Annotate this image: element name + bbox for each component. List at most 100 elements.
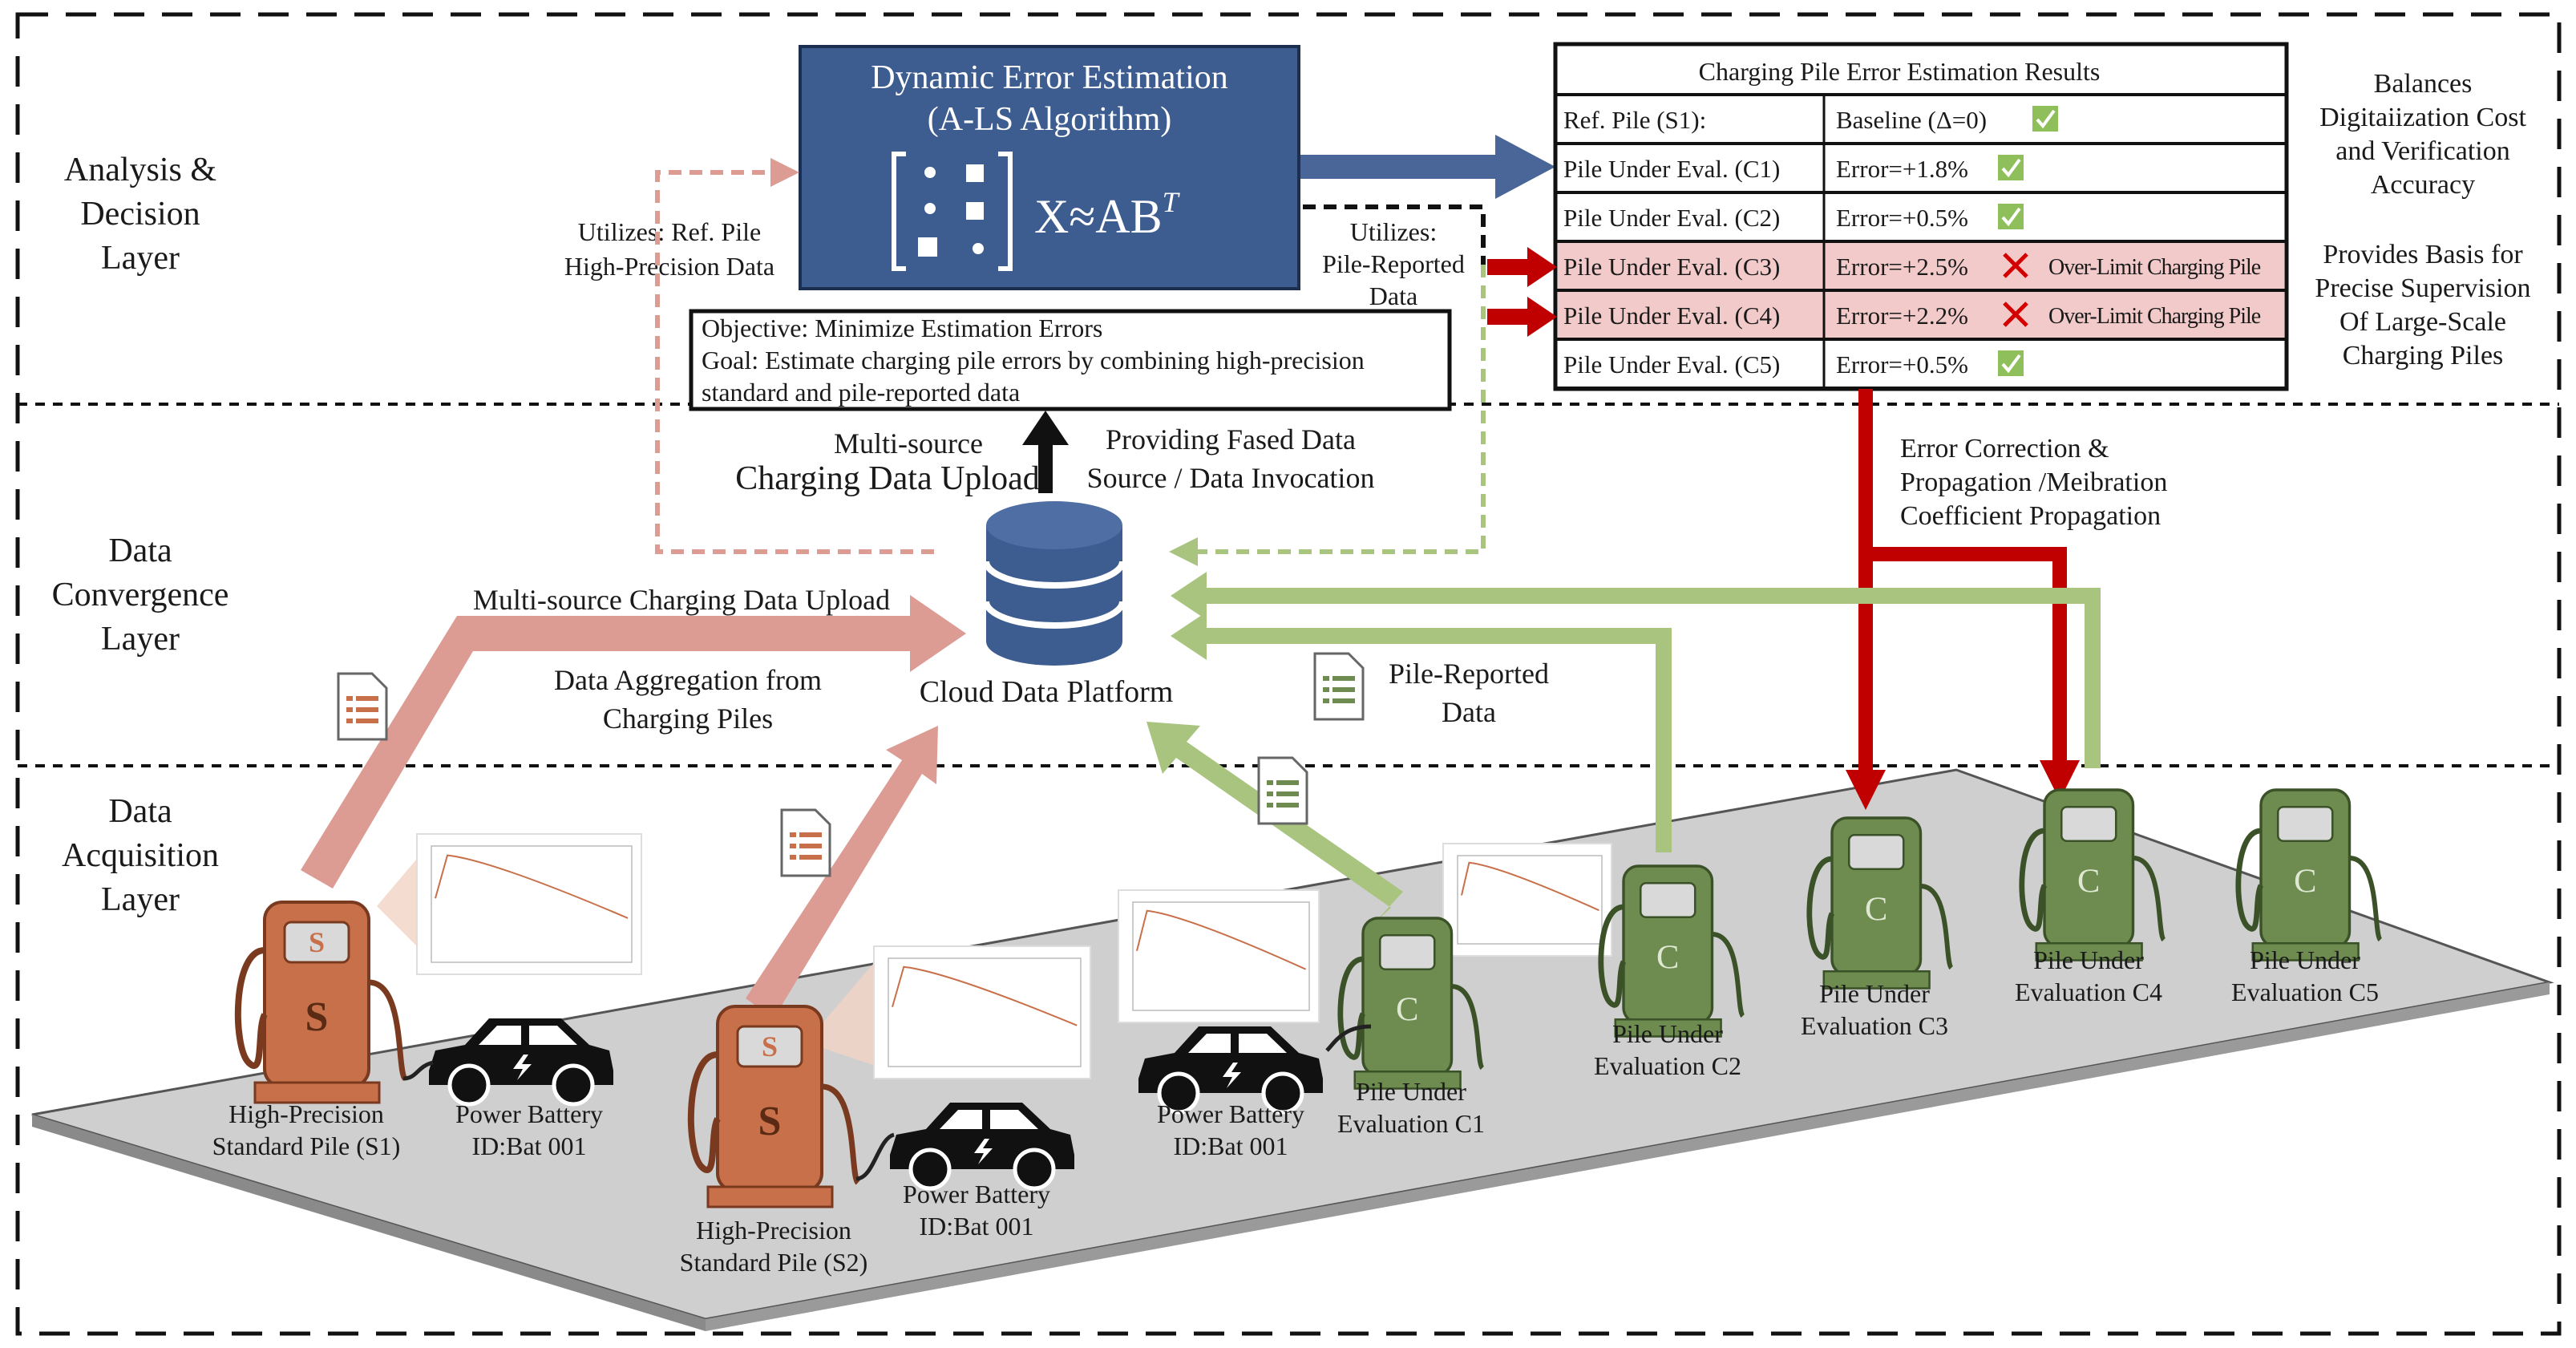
layer-label-analysis: Analysis & Decision Layer <box>64 152 216 277</box>
pile-label-line: Evaluation C5 <box>2231 978 2379 1006</box>
formula: X≈ABT <box>1034 186 1181 243</box>
battery-label-line: Power Battery <box>1157 1099 1304 1128</box>
blue-result-arrow <box>1300 135 1555 199</box>
charging-cable <box>402 1060 434 1081</box>
table-pile-cell: Pile Under Eval. (C1) <box>1563 155 1780 183</box>
battery-label-line: ID:Bat 001 <box>471 1131 586 1160</box>
outer-frame <box>15 12 2562 1336</box>
pile-label-line: Pile Under <box>1819 979 1930 1008</box>
pile-label-c2: Pile Under Evaluation C2 <box>1594 1019 1741 1080</box>
pile-letter: S <box>305 994 329 1040</box>
electric-car-icon <box>429 1018 613 1107</box>
red-arrow-c3 <box>1487 247 1557 287</box>
layer-label-line: Decision <box>80 196 200 233</box>
ref-pile-dashed-arrow <box>655 158 934 554</box>
matrix-icon <box>892 152 1013 271</box>
pile-letter: C <box>1865 891 1887 929</box>
table-error-cell: Error=+2.5% <box>1836 253 1968 281</box>
error-correction-label-cont: Propagation /Meibration <box>1900 468 2167 497</box>
balances-note: Balances Digitaiization Cost and Verific… <box>2319 69 2526 200</box>
multi-source-label: Multi-source <box>834 427 983 459</box>
note-line: Precise Supervision <box>2315 273 2530 303</box>
charging-data-upload-label: Charging Data Upload <box>735 460 1039 497</box>
check-icon <box>2032 106 2058 132</box>
pile-letter: C <box>2294 863 2316 901</box>
pile-letter: C <box>2077 863 2100 901</box>
layer-label-convergence: Data Convergence Layer <box>52 532 229 658</box>
pile-letter: S <box>309 926 325 958</box>
check-icon <box>1998 204 2024 229</box>
pile-reported-dashed-arrow <box>1169 265 1486 566</box>
utilizes-pile-label-cont: Pile-Reported <box>1322 249 1465 278</box>
utilizes-ref-label-cont: High-Precision Data <box>564 252 774 281</box>
pile-label-line: Evaluation C2 <box>1594 1051 1741 1080</box>
document-icon <box>337 672 388 741</box>
table-row: Pile Under Eval. (C4)Error=+2.2%Over-Lim… <box>1555 290 2287 341</box>
pile-label-line: Standard Pile (S1) <box>212 1131 401 1160</box>
charging-cable <box>1325 1024 1372 1052</box>
eval-pile-icon: C <box>1337 917 1485 1090</box>
results-table-title: Charging Pile Error Estimation Results <box>1699 57 2101 86</box>
green-arrow-c2 <box>1171 612 1672 852</box>
battery-label-line: ID:Bat 001 <box>1173 1131 1288 1160</box>
standard-pile-icon: SS <box>687 1005 861 1208</box>
eval-pile-icon: C <box>2019 788 2166 961</box>
table-row: Pile Under Eval. (C1) Error=+1.8% <box>1555 144 2287 194</box>
eval-pile-icon: C <box>1598 864 1745 1038</box>
battery-label-1: Power Battery ID:Bat 001 <box>455 1099 603 1160</box>
pink-arrow-s2 <box>746 726 938 1018</box>
data-aggregation-label-cont: Charging Piles <box>603 702 773 735</box>
pink-arrow-s1 <box>301 595 966 889</box>
layer-label-line: Acquisition <box>62 837 219 874</box>
table-row: Pile Under Eval. (C2) Error=+0.5% <box>1555 192 2287 243</box>
goal-text: Goal: Estimate charging pile errors by c… <box>702 346 1365 374</box>
pile-letter: C <box>1396 991 1418 1029</box>
pile-reported-label: Pile-Reported <box>1389 658 1549 690</box>
results-table: Charging Pile Error Estimation Results R… <box>1553 42 2289 391</box>
green-arrow-c5 <box>1171 572 2101 768</box>
table-error-cell: Error=+0.5% <box>1836 204 1968 232</box>
provides-basis-note: Provides Basis for Precise Supervision O… <box>2315 240 2530 370</box>
pile-label-line: Evaluation C1 <box>1337 1109 1485 1138</box>
charging-cable <box>855 1132 896 1181</box>
layer-label-line: Data <box>108 793 172 830</box>
layer-label-line: Layer <box>101 621 180 658</box>
document-icon <box>1257 756 1308 825</box>
electric-car-icon <box>1138 1026 1323 1115</box>
pile-label-line: Pile Under <box>2033 945 2144 974</box>
algorithm-dashed-link <box>1303 204 1486 265</box>
utilizes-pile-label: Utilizes: <box>1350 217 1437 246</box>
table-error-cell: Error=+1.8% <box>1836 155 1968 183</box>
cross-icon <box>2003 253 2028 278</box>
table-pile-cell: Pile Under Eval. (C3) <box>1563 253 1780 281</box>
utilizes-ref-label: Utilizes: Ref. Pile <box>578 217 761 246</box>
note-line: and Verification <box>2335 136 2509 166</box>
electric-car-icon <box>890 1103 1074 1191</box>
table-row: Pile Under Eval. (C3)Error=+2.5%Over-Lim… <box>1555 241 2287 292</box>
pile-label-line: Evaluation C4 <box>2015 978 2162 1006</box>
ground-platform-edge <box>706 982 2550 1331</box>
layer-label-line: Convergence <box>52 577 229 613</box>
pile-label-line: Pile Under <box>1356 1077 1466 1106</box>
pile-label-c1: Pile Under Evaluation C1 <box>1337 1077 1485 1138</box>
standard-pile-icon: SS <box>234 901 408 1104</box>
note-line: Balances <box>2374 69 2473 99</box>
eval-pile-icon: C <box>1806 816 1954 990</box>
note-line: Of Large-Scale <box>2339 307 2506 337</box>
check-icon <box>1998 155 2024 180</box>
pile-label-line: Pile Under <box>2250 945 2360 974</box>
table-pile-cell: Pile Under Eval. (C2) <box>1563 204 1780 232</box>
layer-label-line: Layer <box>101 240 180 277</box>
table-pile-cell: Ref. Pile (S1): <box>1563 106 1706 134</box>
layer-label-line: Layer <box>101 881 180 918</box>
table-error-cell: Error=+2.2% <box>1836 302 1968 330</box>
matrix-cells <box>918 164 984 257</box>
note-line: Charging Piles <box>2343 341 2504 370</box>
note-line: Digitaiization Cost <box>2319 103 2526 132</box>
pile-label-line: Standard Pile (S2) <box>680 1248 868 1277</box>
check-icon <box>1998 350 2024 376</box>
objective-box: Objective: Minimize Estimation Errors Go… <box>689 309 1452 411</box>
document-icon <box>780 808 831 877</box>
charge-curve-thumbnail <box>806 945 1091 1079</box>
